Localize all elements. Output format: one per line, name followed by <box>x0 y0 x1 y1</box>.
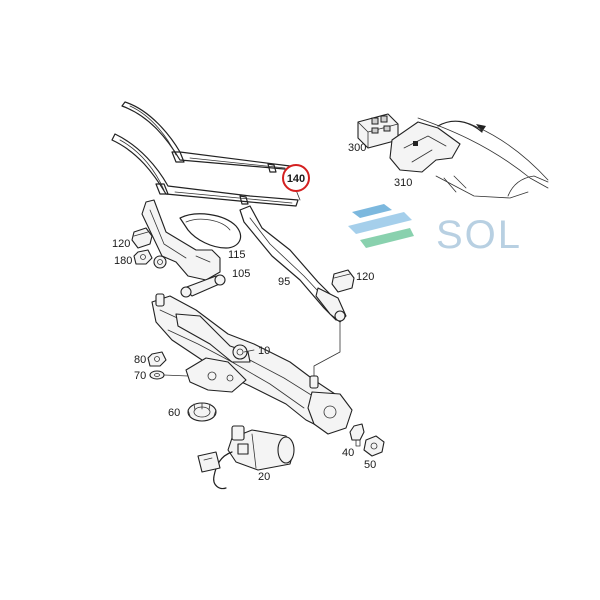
part-label-310: 310 <box>394 177 412 189</box>
part-label-80: 80 <box>134 354 146 366</box>
sol-logo: SOL <box>348 204 522 257</box>
part-label-40: 40 <box>342 447 354 459</box>
part-label-95: 95 <box>278 276 290 288</box>
part-label-105: 105 <box>232 268 250 280</box>
part-label-20: 20 <box>258 471 270 483</box>
seal-115[interactable] <box>179 213 241 249</box>
cap-120-left[interactable] <box>131 227 153 249</box>
leader-line-10 <box>243 349 255 353</box>
wiper-blade-lower[interactable] <box>111 133 299 207</box>
part-label-120-right: 120 <box>356 271 374 283</box>
part-callout-140[interactable]: 140 <box>282 164 310 192</box>
part-label-50: 50 <box>364 459 376 471</box>
washer-70[interactable] <box>149 370 165 380</box>
part-label-300: 300 <box>348 142 366 154</box>
logo-mark-icon <box>348 204 414 248</box>
part-label-120-left: 120 <box>112 238 130 250</box>
leader-line-95 <box>313 321 341 385</box>
part-label-10: 10 <box>258 345 270 357</box>
wiper-motor-20[interactable] <box>197 425 295 490</box>
part-label-140: 140 <box>287 173 305 185</box>
wiper-arm-right[interactable] <box>239 205 347 323</box>
part-label-115: 115 <box>228 249 246 261</box>
highlight-ring <box>282 164 310 192</box>
sensor-module-300[interactable] <box>357 113 399 149</box>
windshield-outline <box>417 117 549 199</box>
part-label-180: 180 <box>114 255 132 267</box>
nut-80[interactable] <box>147 351 167 367</box>
grommet-60[interactable] <box>187 402 217 422</box>
nut-180[interactable] <box>133 249 153 265</box>
leader-line-70 <box>163 374 189 377</box>
part-label-70: 70 <box>134 370 146 382</box>
wiper-arm-left[interactable] <box>141 199 221 281</box>
cap-120-right[interactable] <box>331 269 355 293</box>
bolt-40[interactable] <box>349 423 365 447</box>
bushing-50[interactable] <box>363 435 385 457</box>
part-label-60: 60 <box>168 407 180 419</box>
logo-text: SOL <box>436 213 522 257</box>
wiper-blade-upper[interactable] <box>121 101 297 173</box>
mount-arrow <box>437 120 486 133</box>
sensor-cover-310[interactable] <box>389 121 461 173</box>
wiper-linkage-frame-10[interactable] <box>151 293 353 435</box>
link-rod-105[interactable] <box>180 274 226 298</box>
